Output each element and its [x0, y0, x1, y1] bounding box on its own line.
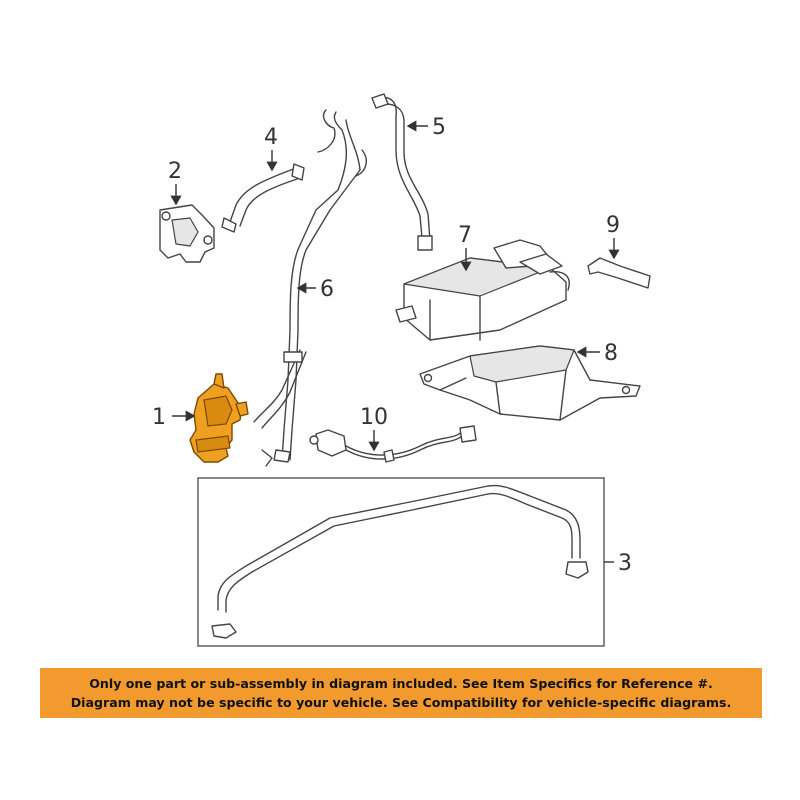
part-6-tube — [253, 109, 367, 467]
callout-1: 1 — [152, 405, 196, 430]
callout-7: 7 — [458, 223, 472, 272]
callout-3: 3 — [604, 551, 632, 576]
callout-5-label: 5 — [432, 115, 446, 140]
callout-6: 6 — [296, 277, 334, 302]
callout-2-label: 2 — [168, 159, 182, 184]
part-10-sensor — [309, 425, 477, 463]
part-4-hose — [221, 163, 305, 233]
callout-1-label: 1 — [152, 405, 166, 430]
callout-6-label: 6 — [320, 277, 334, 302]
callout-9-label: 9 — [606, 213, 620, 238]
callout-4-label: 4 — [264, 125, 278, 150]
part-9-hose — [587, 257, 651, 289]
part-7-canister — [395, 239, 570, 341]
part-5-hose — [371, 93, 433, 251]
callout-5: 5 — [406, 115, 446, 140]
part-1-valve-highlighted — [189, 373, 249, 463]
callout-4: 4 — [264, 125, 278, 172]
callout-10-label: 10 — [360, 405, 388, 430]
callout-7-label: 7 — [458, 223, 472, 248]
part-3-box — [197, 477, 605, 647]
part-2-bracket — [159, 204, 215, 263]
callout-3-label: 3 — [618, 551, 632, 576]
part-8-bracket — [419, 345, 641, 421]
callout-9: 9 — [606, 213, 620, 260]
callout-8: 8 — [576, 341, 618, 366]
disclaimer-banner: Only one part or sub-assembly in diagram… — [40, 668, 762, 718]
callout-10: 10 — [360, 405, 388, 452]
callout-8-label: 8 — [604, 341, 618, 366]
disclaimer-line-1: Only one part or sub-assembly in diagram… — [89, 676, 713, 691]
callout-2: 2 — [168, 159, 182, 206]
disclaimer-line-2: Diagram may not be specific to your vehi… — [70, 695, 732, 710]
